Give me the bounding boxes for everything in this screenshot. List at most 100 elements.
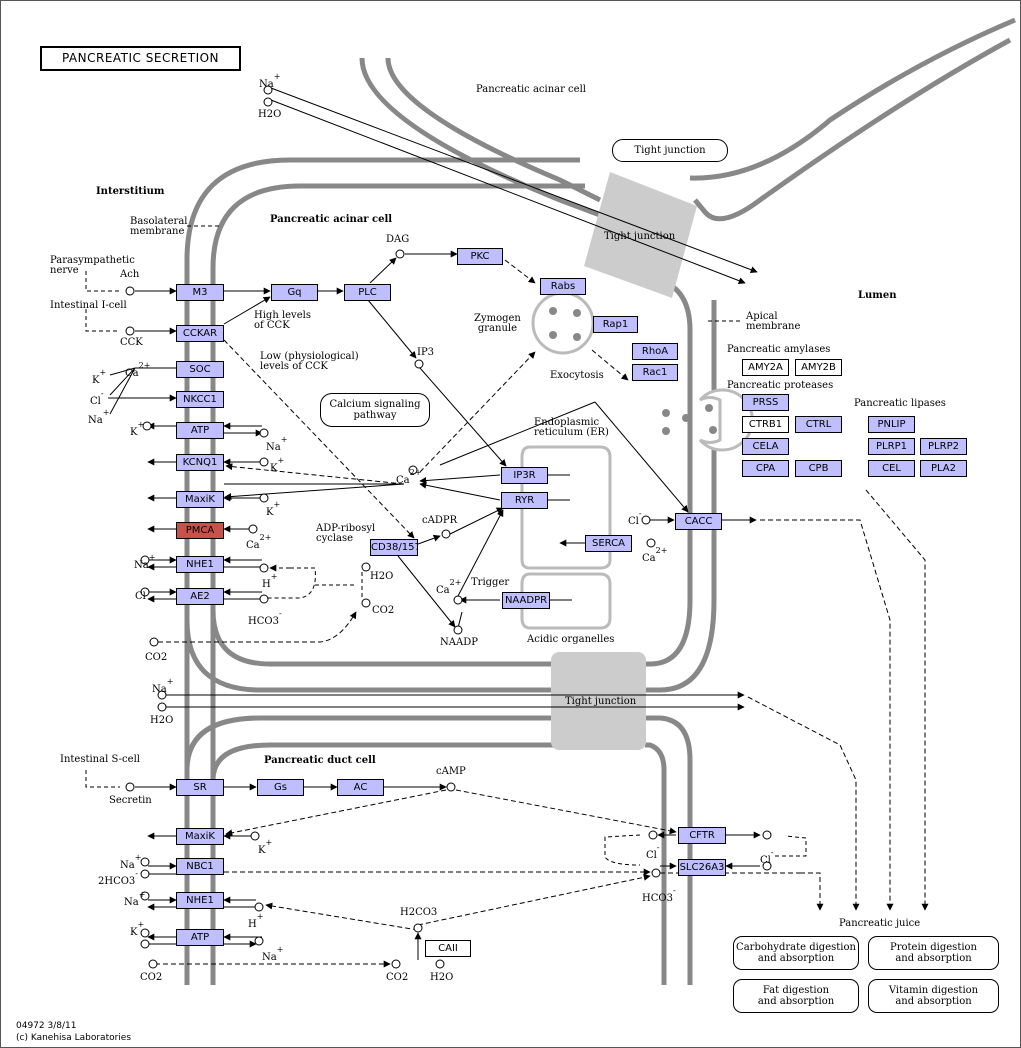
ca-label-trigger: Ca2+ — [436, 578, 462, 596]
gene-atp-duct[interactable]: ATP — [176, 929, 224, 946]
gene-nhe1-acinar[interactable]: NHE1 — [176, 556, 224, 573]
zymogen-granule-label: Zymogen granule — [474, 313, 521, 334]
gene-plrp1[interactable]: PLRP1 — [868, 438, 915, 455]
gene-ctrb1[interactable]: CTRB1 — [742, 416, 789, 433]
gene-ctrl[interactable]: CTRL — [795, 416, 842, 433]
gene-nbc1[interactable]: NBC1 — [176, 858, 224, 875]
zymogen-granule — [531, 291, 595, 355]
gene-soc[interactable]: SOC — [176, 361, 224, 378]
cadpr-label: cADPR — [422, 515, 458, 526]
carbohydrate-digestion-link[interactable]: Carbohydrate digestion and absorption — [733, 936, 859, 970]
fat-digestion-link[interactable]: Fat digestion and absorption — [733, 979, 859, 1013]
na-label-nkcc1: Na+ — [88, 408, 110, 426]
tight-junction-top — [584, 172, 697, 298]
cl-label-slc: Cl- — [760, 848, 774, 866]
calcium-signaling-pathway-link[interactable]: Calcium signaling pathway — [320, 393, 430, 427]
amylases-title: Pancreatic amylases — [727, 344, 831, 355]
gene-serca[interactable]: SERCA — [585, 535, 632, 552]
co2-label-interstitium: CO2 — [145, 652, 168, 663]
vitamin-digestion-link[interactable]: Vitamin digestion and absorption — [868, 979, 999, 1013]
gene-cpb[interactable]: CPB — [795, 460, 842, 477]
gene-rhoa[interactable]: RhoA — [632, 343, 678, 360]
gene-pla2[interactable]: PLA2 — [920, 460, 967, 477]
footer-id-date: 04972 3/8/11 — [16, 1021, 77, 1031]
ca-label-soc: Ca2+ — [125, 361, 151, 379]
gene-plrp2[interactable]: PLRP2 — [920, 438, 967, 455]
adp-ribosyl-cyclase-label: ADP-ribosyl cyclase — [316, 523, 376, 544]
gene-gq[interactable]: Gq — [271, 284, 318, 301]
gene-naadpr[interactable]: NAADPR — [502, 592, 550, 609]
gene-cckar[interactable]: CCKAR — [176, 325, 224, 342]
co2-label-interstitium-duct: CO2 — [140, 972, 163, 983]
gene-pkc[interactable]: PKC — [457, 248, 503, 265]
gene-plc[interactable]: PLC — [344, 284, 391, 301]
gene-ac[interactable]: AC — [337, 779, 384, 796]
gene-sr[interactable]: SR — [176, 779, 224, 796]
apical-membrane-label: Apical membrane — [746, 311, 801, 332]
ip3-label: IP3 — [417, 347, 435, 358]
gene-m3[interactable]: M3 — [176, 284, 224, 301]
secretin-label: Secretin — [109, 795, 152, 806]
na-label-tj: Na+ — [152, 677, 174, 695]
intestinal-i-cell-label: Intestinal I-cell — [50, 300, 127, 311]
proteases-title: Pancreatic proteases — [727, 380, 834, 391]
low-cck-label: Low (physiological) levels of CCK — [260, 351, 359, 372]
gene-cel[interactable]: CEL — [868, 460, 915, 477]
gene-caii[interactable]: CAII — [425, 940, 471, 957]
gene-nhe1-duct[interactable]: NHE1 — [176, 892, 224, 909]
ca-label-center: Ca2+ — [396, 468, 422, 486]
na-label-nhe1: Na+ — [134, 553, 156, 571]
basolateral-membrane-label: Basolateral membrane — [130, 216, 188, 237]
gene-amy2a[interactable]: AMY2A — [742, 359, 789, 376]
h2co3-label: H2CO3 — [400, 907, 438, 918]
gene-rabs[interactable]: Rabs — [540, 278, 586, 295]
gene-ryr[interactable]: RYR — [501, 492, 548, 509]
membranes — [184, 17, 1016, 985]
gene-cpa[interactable]: CPA — [742, 460, 789, 477]
gene-cacc[interactable]: CACC — [675, 513, 722, 530]
gene-rap1[interactable]: Rap1 — [593, 316, 638, 333]
gene-kcnq1[interactable]: KCNQ1 — [176, 454, 224, 471]
gene-prss[interactable]: PRSS — [742, 394, 789, 411]
reaction-lines — [85, 87, 929, 968]
footer-copyright: (c) Kanehisa Laboratories — [16, 1033, 132, 1043]
tight-junction-bottom-label: Tight junction — [565, 696, 637, 707]
tight-junction-top-label: Tight junction — [604, 231, 676, 242]
h-label-nhe1: H+ — [262, 572, 278, 590]
gene-pnlip[interactable]: PNLIP — [868, 416, 915, 433]
gene-cd38[interactable]: CD38/157 — [370, 539, 418, 556]
k-label-soc: K+ — [92, 368, 107, 386]
na-label-atp-duct: Na+ — [262, 945, 284, 963]
na-label-atp: Na+ — [266, 435, 288, 453]
duct-cell-label: Pancreatic duct cell — [264, 755, 376, 766]
hco3-label-ae2: HCO3- — [248, 609, 282, 627]
gene-gs[interactable]: Gs — [257, 779, 304, 796]
cl-label-ae2: Cl- — [135, 584, 149, 602]
gene-atp-acinar[interactable]: ATP — [176, 422, 224, 439]
gene-ip3r[interactable]: IP3R — [501, 467, 548, 484]
gene-maxik-acinar[interactable]: MaxiK — [176, 491, 224, 508]
cck-label: CCK — [120, 337, 143, 348]
gene-cftr[interactable]: CFTR — [678, 827, 726, 844]
gene-amy2b[interactable]: AMY2B — [795, 359, 842, 376]
gene-nkcc1[interactable]: NKCC1 — [176, 391, 224, 408]
lipases-title: Pancreatic lipases — [854, 398, 946, 409]
gene-ae2[interactable]: AE2 — [176, 588, 224, 605]
gene-maxik-duct[interactable]: MaxiK — [176, 828, 224, 845]
cl-label-cftr: Cl- — [646, 843, 660, 861]
h2o-label-top: H2O — [258, 109, 282, 120]
gene-rac1[interactable]: Rac1 — [632, 364, 678, 381]
na-label-top: Na+ — [259, 72, 281, 90]
k-label-maxik-duct: K+ — [258, 838, 273, 856]
gene-pmca[interactable]: PMCA — [176, 522, 224, 539]
camp-label: cAMP — [436, 766, 466, 777]
ca-label-serca: Ca2+ — [642, 546, 668, 564]
pancreatic-juice-label: Pancreatic juice — [839, 918, 921, 929]
ca-label-pmca: Ca2+ — [246, 533, 272, 551]
acidic-organelles-label: Acidic organelles — [527, 634, 615, 645]
gene-slc26a3[interactable]: SLC26A3 — [678, 859, 726, 876]
intestinal-s-cell-label: Intestinal S-cell — [60, 754, 140, 765]
gene-cela[interactable]: CELA — [742, 438, 789, 455]
protein-digestion-link[interactable]: Protein digestion and absorption — [868, 936, 999, 970]
